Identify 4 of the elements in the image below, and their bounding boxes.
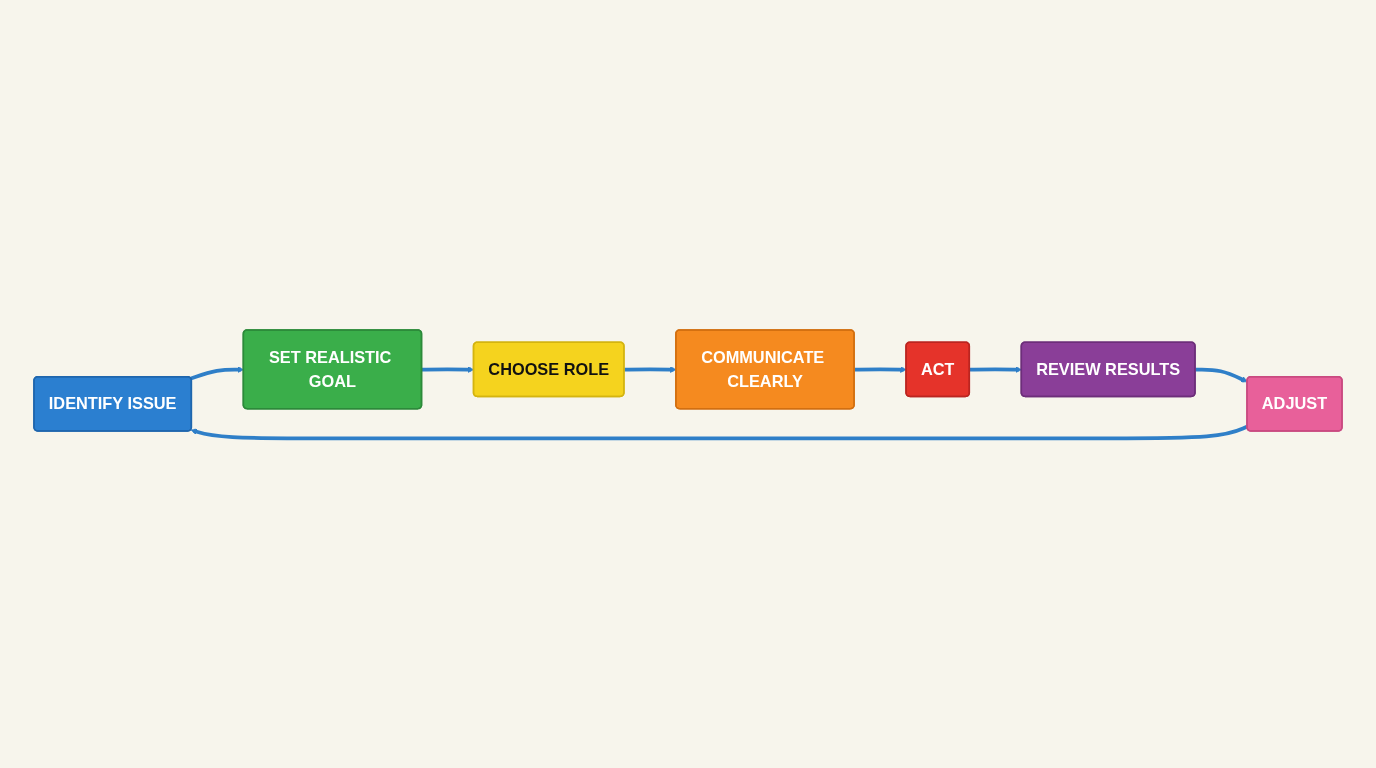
arrow [854, 366, 907, 373]
arrow [190, 366, 244, 381]
arrow [1195, 367, 1248, 383]
arrow [969, 366, 1022, 373]
